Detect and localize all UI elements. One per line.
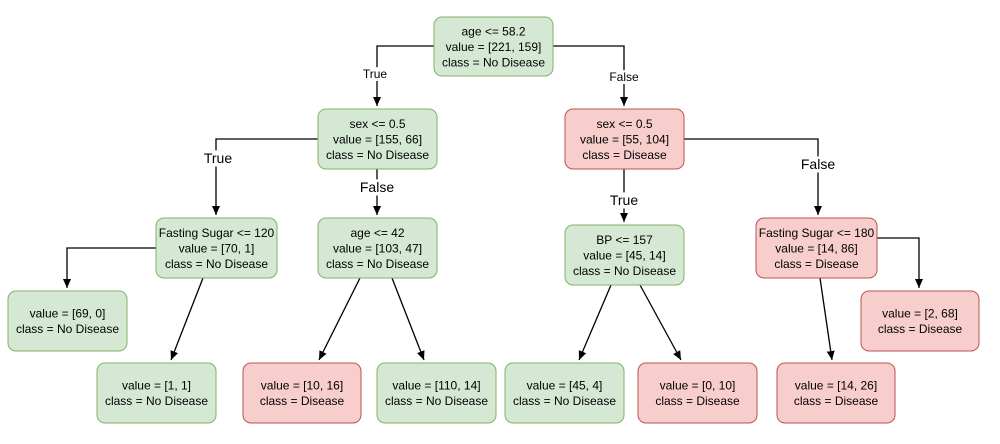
- edge-r1r-leaf7: [819, 277, 835, 361]
- edge-root-r1: [553, 45, 628, 106]
- node-condition-text: age <= 42: [350, 226, 404, 240]
- tree-node-root: age <= 58.2 value = [221, 159]class = No …: [433, 16, 554, 77]
- edge-label-background: [359, 67, 391, 81]
- node-condition-text: BP <= 157: [596, 233, 653, 247]
- edge-l1r-leaf3: [318, 277, 361, 361]
- node-class-text: class = No Disease: [573, 264, 676, 278]
- edge-l1l-leaf1: [63, 247, 156, 288]
- node-class-text: class = No Disease: [513, 394, 616, 408]
- node-value-text: value = [14, 26]: [795, 379, 877, 393]
- node-condition-text: sex <= 0.5: [349, 117, 405, 131]
- node-class-text: class = Disease: [582, 148, 667, 162]
- edge-label-true: True: [610, 192, 638, 208]
- node-box: [564, 108, 685, 170]
- node-box: [433, 16, 554, 77]
- node-box: [860, 290, 980, 352]
- node-class-text: class = No Disease: [105, 394, 208, 408]
- edge-label-false: False: [801, 156, 835, 172]
- node-value-text: value = [1, 1]: [122, 379, 191, 393]
- tree-node-leaf2: value = [1, 1]class = No Disease: [96, 362, 217, 424]
- tree-node-leaf6: value = [0, 10]class = Disease: [637, 362, 758, 424]
- node-class-text: class = Disease: [794, 394, 879, 408]
- tree-node-leaf4: value = [110, 14]class = No Disease: [376, 362, 497, 424]
- edge-l1r-leaf4: [391, 277, 425, 361]
- edge-label-true: True: [204, 150, 232, 166]
- node-class-text: class = No Disease: [442, 55, 545, 69]
- node-value-text: value = [2, 68]: [882, 307, 958, 321]
- edge-r1l-leaf5: [578, 284, 612, 361]
- node-value-text: value = [0, 10]: [660, 379, 736, 393]
- node-class-text: class = No Disease: [16, 322, 119, 336]
- node-box: [376, 362, 497, 424]
- node-condition-text: Fasting Sugar <= 120: [159, 226, 275, 240]
- node-class-text: class = Disease: [260, 394, 345, 408]
- edge-label-background: [604, 70, 644, 84]
- node-box: [242, 362, 362, 424]
- node-box: [755, 217, 878, 279]
- node-box: [504, 362, 625, 424]
- node-box: [7, 290, 128, 352]
- edge-label-background: [605, 192, 643, 209]
- edge-label-background: [354, 179, 400, 196]
- node-value-text: value = [10, 16]: [261, 379, 343, 393]
- node-value-text: value = [45, 4]: [527, 379, 603, 393]
- tree-node-leaf1: value = [69, 0]class = No Disease: [7, 290, 128, 352]
- node-class-text: class = No Disease: [326, 148, 429, 162]
- edge-l1-l1l: [212, 138, 318, 215]
- node-box: [155, 217, 278, 279]
- edge-label-background: [199, 150, 237, 167]
- node-value-text: value = [155, 66]: [333, 132, 422, 146]
- node-box: [564, 224, 685, 286]
- node-value-text: value = [221, 159]: [446, 40, 542, 54]
- node-value-text: value = [70, 1]: [179, 241, 255, 255]
- edge-l1l-leaf2: [170, 277, 204, 361]
- node-box: [637, 362, 758, 424]
- node-condition-text: age <= 58.2: [461, 24, 525, 38]
- node-class-text: class = No Disease: [165, 257, 268, 271]
- node-box: [317, 108, 438, 170]
- node-value-text: value = [55, 104]: [580, 132, 669, 146]
- node-class-text: class = Disease: [774, 257, 859, 271]
- node-class-text: class = Disease: [878, 322, 963, 336]
- node-value-text: value = [45, 14]: [583, 248, 665, 262]
- node-value-text: value = [103, 47]: [333, 241, 422, 255]
- node-box: [776, 362, 896, 424]
- edge-r1-r1r: [684, 138, 822, 215]
- tree-node-leaf7: value = [14, 26]class = Disease: [776, 362, 896, 424]
- edge-label-background: [795, 156, 841, 173]
- edge-r1r-leaf8: [877, 237, 923, 288]
- tree-node-leaf8: value = [2, 68]class = Disease: [860, 290, 980, 352]
- node-value-text: value = [110, 14]: [392, 379, 480, 393]
- tree-node-leaf3: value = [10, 16]class = Disease: [242, 362, 362, 424]
- node-value-text: value = [69, 0]: [30, 307, 106, 321]
- edges-layer: [63, 45, 923, 361]
- edge-label-false: False: [360, 179, 394, 195]
- edge-root-l1: [373, 45, 434, 106]
- node-class-text: class = Disease: [655, 394, 740, 408]
- node-condition-text: Fasting Sugar <= 180: [759, 226, 875, 240]
- edge-label-false: False: [609, 70, 639, 84]
- node-box: [317, 217, 438, 279]
- edge-label-true: True: [363, 67, 388, 81]
- edge-r1l-leaf6: [639, 284, 682, 361]
- node-box: [96, 362, 217, 424]
- node-condition-text: sex <= 0.5: [596, 117, 652, 131]
- node-class-text: class = No Disease: [385, 394, 488, 408]
- node-value-text: value = [14, 86]: [775, 241, 857, 255]
- node-class-text: class = No Disease: [326, 257, 429, 271]
- tree-node-leaf5: value = [45, 4]class = No Disease: [504, 362, 625, 424]
